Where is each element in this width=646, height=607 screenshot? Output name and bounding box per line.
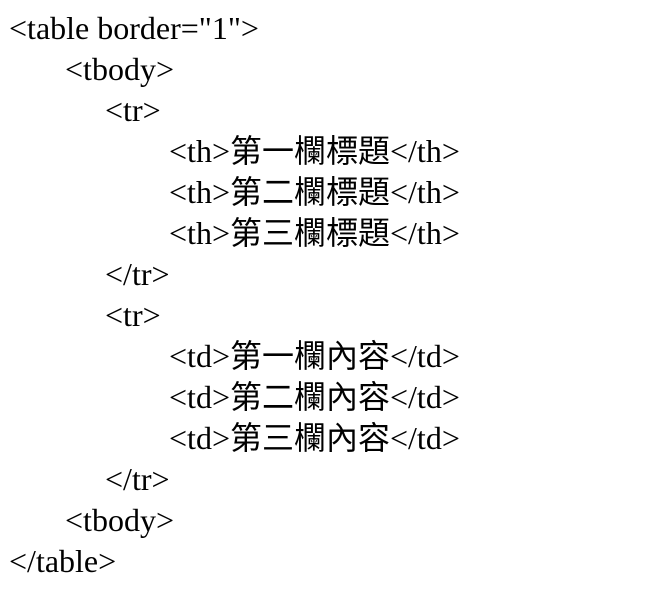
code-line: <td>第一欄內容</td>	[9, 338, 460, 374]
code-line: <tr>	[9, 92, 161, 128]
code-line: </table>	[9, 543, 117, 579]
code-line: </tr>	[9, 256, 170, 292]
code-line: <table border="1">	[9, 10, 259, 46]
code-line: <td>第三欄內容</td>	[9, 420, 460, 456]
code-line: <tbody>	[9, 502, 174, 538]
code-line: </tr>	[9, 461, 170, 497]
code-line: <th>第二欄標題</th>	[9, 174, 460, 210]
code-line: <tr>	[9, 297, 161, 333]
code-line: <th>第一欄標題</th>	[9, 133, 460, 169]
code-line: <td>第二欄內容</td>	[9, 379, 460, 415]
code-line: <tbody>	[9, 51, 174, 87]
code-line: <th>第三欄標題</th>	[9, 215, 460, 251]
code-block: <table border="1"> <tbody> <tr> <th>第一欄標…	[9, 10, 460, 579]
